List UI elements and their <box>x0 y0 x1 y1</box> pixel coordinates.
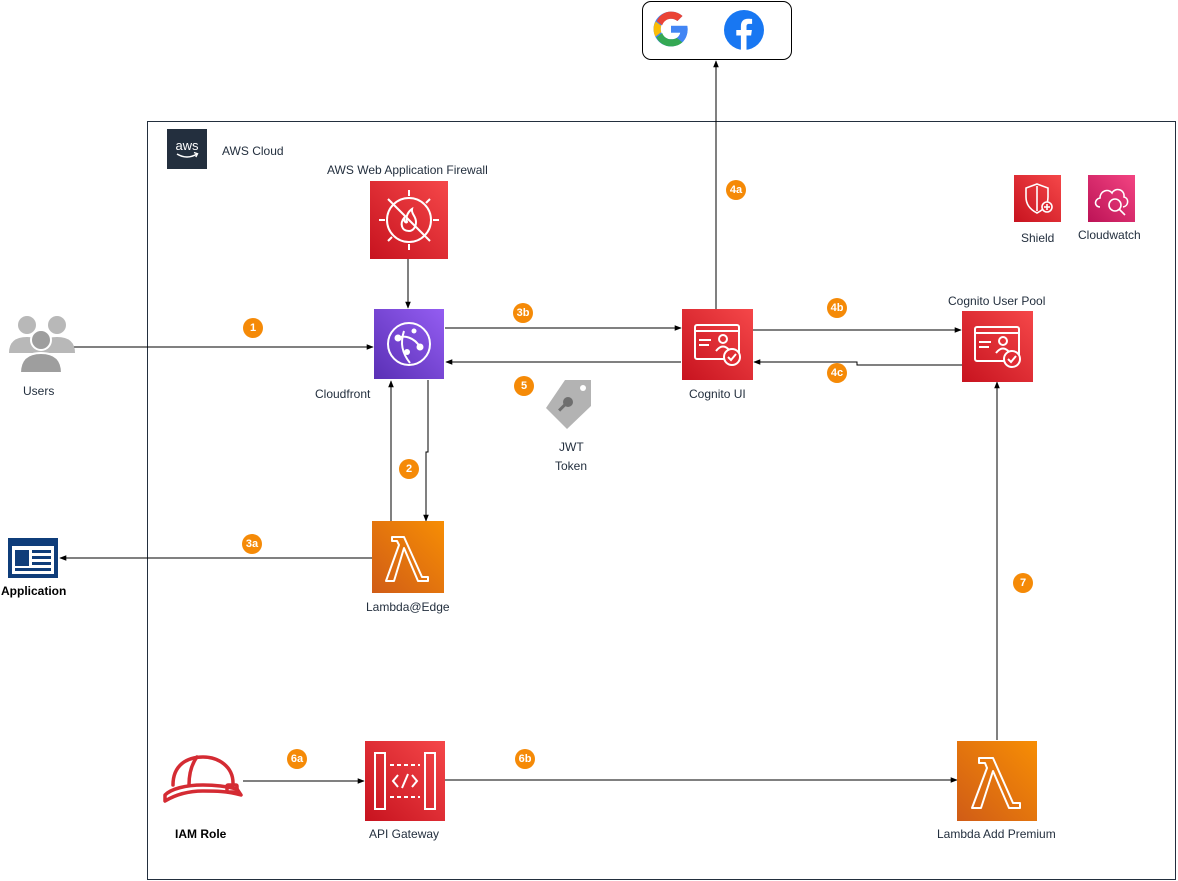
cognito-ui-icon <box>682 309 753 380</box>
cognito-pool-icon <box>962 311 1033 382</box>
step-badge-3b: 3b <box>513 303 533 323</box>
jwt-label-line1: JWT <box>559 440 584 454</box>
lambda-edge-label: Lambda@Edge <box>366 600 450 614</box>
lambda-edge-icon <box>372 521 444 593</box>
aws-logo-icon: aws <box>167 129 207 169</box>
google-g-icon <box>652 10 690 51</box>
step-badge-6a: 6a <box>287 749 307 769</box>
application-label: Application <box>1 584 67 598</box>
shield-icon <box>1014 175 1061 222</box>
cloudfront-icon <box>374 309 444 379</box>
hard-hat-icon <box>161 751 245 810</box>
jwt-label-line2: Token <box>555 459 588 473</box>
users-label: Users <box>23 384 55 398</box>
application-window-icon <box>7 537 59 582</box>
lambda-premium-icon <box>957 741 1037 821</box>
step-badge-2: 2 <box>399 459 419 479</box>
aws-cloud-label: AWS Cloud <box>222 144 284 158</box>
step-badge-6b: 6b <box>515 749 535 769</box>
lambda-premium-label: Lambda Add Premium <box>937 827 1056 841</box>
step-badge-4c: 4c <box>827 363 847 383</box>
iam-role-label: IAM Role <box>175 827 227 841</box>
api-gateway-label: API Gateway <box>369 827 440 841</box>
cloudwatch-label: Cloudwatch <box>1078 228 1141 242</box>
svg-text:aws: aws <box>175 138 199 153</box>
edge-pool-to-cognito-ui <box>753 359 962 366</box>
cloudwatch-icon <box>1088 175 1135 222</box>
tag-key-icon <box>545 378 593 433</box>
facebook-f-icon <box>723 9 765 54</box>
waf-label: AWS Web Application Firewall <box>327 163 488 177</box>
step-badge-4b: 4b <box>827 298 847 318</box>
step-badge-3a: 3a <box>242 534 262 554</box>
cloudfront-label: Cloudfront <box>315 387 371 401</box>
edge-cloudfront-to-lambda-edge <box>423 380 429 522</box>
shield-label: Shield <box>1021 231 1055 245</box>
step-badge-1: 1 <box>243 318 263 338</box>
aws-cloud-group <box>147 121 1176 880</box>
cognito-ui-label: Cognito UI <box>689 387 746 401</box>
step-badge-7: 7 <box>1013 573 1033 593</box>
waf-icon <box>370 181 448 259</box>
cognito-pool-label: Cognito User Pool <box>948 294 1046 308</box>
identity-providers-box <box>642 1 792 60</box>
api-gateway-icon <box>365 741 445 821</box>
step-badge-4a: 4a <box>726 180 746 200</box>
step-badge-5: 5 <box>514 376 534 396</box>
users-icon <box>7 313 75 378</box>
